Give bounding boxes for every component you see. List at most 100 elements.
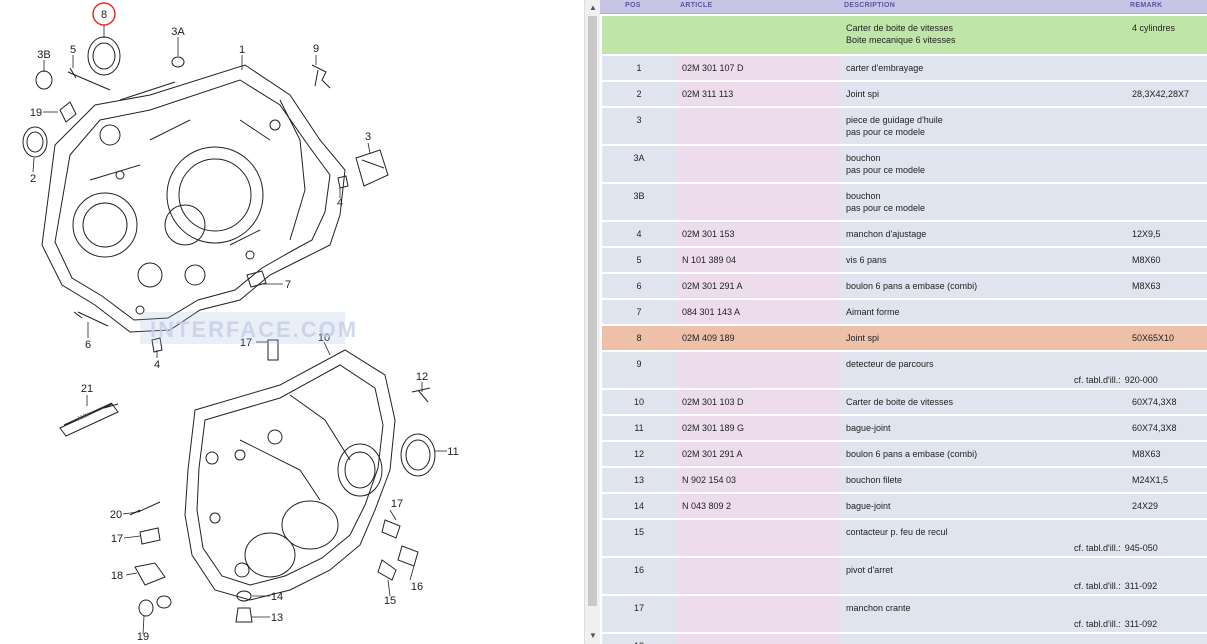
row-article[interactable] xyxy=(678,146,840,182)
reference-value[interactable]: 945-050 xyxy=(1124,543,1158,553)
callout-label-19b[interactable]: 19 xyxy=(137,631,149,643)
reference-label: cf. tabl.d'ill.: xyxy=(1074,619,1121,629)
row-description: Aimant forme xyxy=(842,300,1126,324)
row-remark: 28,3X42,28X7 xyxy=(1132,89,1190,99)
row-article[interactable]: 02M 311 113 xyxy=(678,82,840,106)
row-desc-line1: bague-joint xyxy=(846,423,891,433)
row-article[interactable]: N 902 154 03 xyxy=(678,468,840,492)
row-remark xyxy=(1128,300,1207,324)
callout-label-15[interactable]: 15 xyxy=(384,595,396,607)
row-article[interactable] xyxy=(678,108,840,144)
callout-label-1[interactable]: 1 xyxy=(239,44,245,56)
watermark-text: INTERFACE.COM xyxy=(150,317,358,342)
row-article[interactable] xyxy=(678,558,840,594)
row-article[interactable] xyxy=(678,520,840,556)
callout-label-4a[interactable]: 4 xyxy=(337,197,343,209)
row-article[interactable]: 02M 301 291 A xyxy=(678,274,840,298)
reference-value[interactable]: 311-092 xyxy=(1124,581,1158,591)
callout-label-3A[interactable]: 3A xyxy=(171,26,185,38)
callout-label-4b[interactable]: 4 xyxy=(154,359,160,371)
callout-label-17c[interactable]: 17 xyxy=(391,498,403,510)
callout-label-8[interactable]: 8 xyxy=(101,9,107,21)
callout-label-11[interactable]: 11 xyxy=(447,446,458,458)
row-article[interactable]: 02M 301 291 A xyxy=(678,442,840,466)
callout-label-21[interactable]: 21 xyxy=(81,383,93,395)
callout-label-7[interactable]: 7 xyxy=(285,279,291,291)
row-description: pivot d'arret xyxy=(842,558,1126,594)
row-desc-line1: piece de guidage d'huile xyxy=(846,115,943,125)
callout-label-18[interactable]: 18 xyxy=(111,570,123,582)
row-article[interactable]: 02M 301 103 D xyxy=(678,390,840,414)
row-article[interactable]: N 043 809 2 xyxy=(678,494,840,518)
row-desc-line1: bouchon filete xyxy=(846,475,903,485)
row-article[interactable]: 02M 301 107 D xyxy=(678,56,840,80)
callout-label-5[interactable]: 5 xyxy=(70,44,76,56)
callout-label-14[interactable]: 14 xyxy=(271,591,283,603)
row-remark xyxy=(1128,184,1207,220)
callout-label-2[interactable]: 2 xyxy=(30,173,36,185)
callout-label-17b[interactable]: 17 xyxy=(111,533,123,545)
callout-label-20[interactable]: 20 xyxy=(110,509,122,521)
callout-label-6[interactable]: 6 xyxy=(85,339,91,351)
callout-label-16[interactable]: 16 xyxy=(411,581,423,593)
callout-label-10[interactable]: 10 xyxy=(318,332,330,344)
reference-label: cf. tabl.d'ill.: xyxy=(1074,375,1121,385)
row-article[interactable]: 084 301 143 A xyxy=(678,300,840,324)
callout-label-9[interactable]: 9 xyxy=(313,43,319,55)
row-remark xyxy=(1128,56,1207,80)
callout-label-3B[interactable]: 3B xyxy=(37,49,50,61)
reference-value[interactable]: 311-092 xyxy=(1124,619,1158,629)
callout-label-3[interactable]: 3 xyxy=(365,131,371,143)
row-remark xyxy=(1128,634,1207,644)
row-article[interactable]: 02M 301 153 xyxy=(678,222,840,246)
row-desc-line1: Joint spi xyxy=(846,333,880,343)
row-description: Joint spi xyxy=(842,82,1126,106)
callout-label-12[interactable]: 12 xyxy=(416,371,428,383)
callout-label-17a[interactable]: 17 xyxy=(240,337,252,349)
row-remark: 60X74,3X8 xyxy=(1132,423,1177,433)
table-row[interactable]: 18 xyxy=(602,634,1207,644)
header-remark: REMARK xyxy=(1130,2,1163,9)
row-pos: 7 xyxy=(636,307,642,317)
callout-label-13[interactable]: 13 xyxy=(271,612,283,624)
scrollbar-thumb[interactable] xyxy=(588,16,597,606)
row-article[interactable]: N 101 389 04 xyxy=(678,248,840,272)
scroll-down-icon[interactable]: ▼ xyxy=(589,631,597,640)
row-article[interactable] xyxy=(678,634,840,644)
vertical-scrollbar[interactable]: ▲ ▼ xyxy=(584,0,600,644)
scroll-up-icon[interactable]: ▲ xyxy=(589,3,597,12)
row-remark: M8X63 xyxy=(1132,281,1161,291)
row-description: manchon crante xyxy=(842,596,1126,632)
row-article[interactable] xyxy=(678,596,840,632)
title-remark-cell: 4 cylindres xyxy=(1132,23,1176,33)
title-desc-line2: Boite mecanique 6 vitesses xyxy=(846,35,956,45)
row-article[interactable] xyxy=(678,184,840,220)
row-description: contacteur p. feu de recul xyxy=(842,520,1126,556)
callout-label-19[interactable]: 19 xyxy=(30,107,42,119)
row-reference: cf. tabl.d'ill.:311-092 xyxy=(1074,580,1157,592)
row-article[interactable] xyxy=(678,352,840,388)
reference-value[interactable]: 920-000 xyxy=(1124,375,1158,385)
row-article[interactable]: 02M 409 189 xyxy=(678,326,840,350)
row-article[interactable]: 02M 301 189 G xyxy=(678,416,840,440)
